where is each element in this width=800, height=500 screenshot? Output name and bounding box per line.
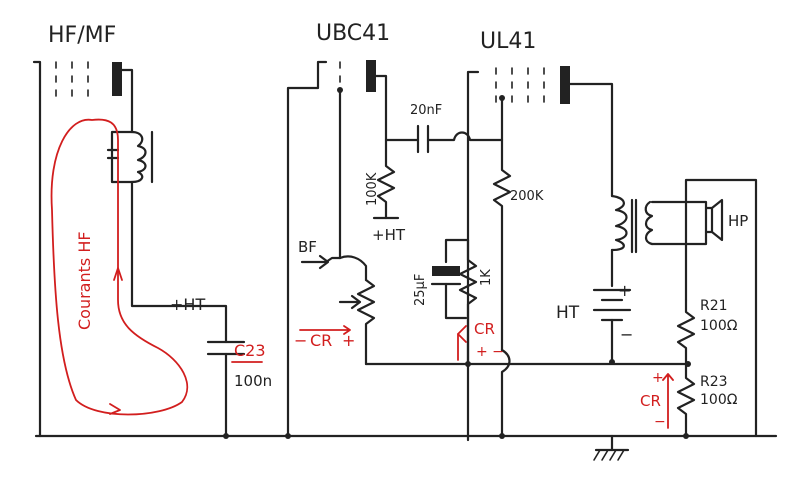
cr-right-arrow bbox=[662, 373, 674, 429]
cr-left-label: CR bbox=[310, 331, 332, 350]
speaker-icon bbox=[704, 198, 724, 242]
cr-left-minus: − bbox=[294, 331, 307, 350]
cr-right-label: CR bbox=[640, 392, 661, 410]
hf-currents-label: Courants HF bbox=[75, 231, 94, 330]
r23-label: R23 bbox=[700, 374, 728, 390]
cathode-resistor-value: 1K bbox=[479, 269, 494, 286]
ht-label-if: +HT bbox=[170, 295, 205, 314]
r21-label: R21 bbox=[700, 298, 728, 314]
ul41-anode bbox=[560, 66, 570, 104]
grid-resistor-value: 200K bbox=[510, 189, 544, 204]
speaker-label: HP bbox=[728, 212, 748, 230]
cathode-capacitor bbox=[432, 266, 460, 276]
plate-resistor-value: 100K bbox=[365, 172, 380, 206]
r21-resistor bbox=[676, 298, 696, 366]
cr-left-plus: + bbox=[342, 331, 355, 350]
hf-current-loop: Courants HF bbox=[50, 118, 189, 416]
r21-value: 100Ω bbox=[700, 318, 738, 334]
cr-right-minus: − bbox=[654, 414, 666, 430]
ul41-stage: 200K 25µF 1K CR + − HT + − bbox=[413, 66, 638, 442]
volume-potentiometer bbox=[356, 278, 376, 366]
cr-mid-sign: + − bbox=[476, 344, 504, 360]
ht-label-plate: +HT bbox=[372, 226, 406, 244]
output-transformer-secondary bbox=[644, 200, 654, 246]
ground-icon bbox=[593, 434, 630, 461]
c23-value: 100n bbox=[234, 372, 272, 390]
ubc41-anode bbox=[366, 60, 376, 92]
if-tube-stage: +HT C23 100n bbox=[32, 60, 272, 439]
coupling-capacitor bbox=[416, 124, 430, 154]
output-transformer-primary bbox=[610, 194, 628, 252]
c23-label: C23 bbox=[234, 341, 266, 360]
cr-right-plus: + bbox=[652, 370, 664, 386]
grid-resistor bbox=[492, 138, 512, 352]
plate-resistor bbox=[376, 138, 396, 220]
cr-mid-label: CR bbox=[474, 320, 495, 338]
battery-plus: + bbox=[618, 281, 631, 300]
ht-battery bbox=[592, 288, 632, 322]
ht-battery-label: HT bbox=[556, 303, 580, 323]
ubc41-stage: 100K +HT 20nF BF − CR + bbox=[286, 60, 690, 438]
bf-input-label: BF bbox=[298, 238, 317, 256]
if-transformer-coil bbox=[130, 130, 147, 184]
tube-label-ul41: UL41 bbox=[480, 29, 536, 54]
tube-label-ubc41: UBC41 bbox=[316, 21, 390, 46]
r23-value: 100Ω bbox=[700, 392, 738, 408]
battery-minus: − bbox=[620, 325, 633, 344]
if-anode bbox=[112, 62, 122, 96]
tube-label-if: HF/MF bbox=[48, 23, 116, 48]
coupling-capacitor-value: 20nF bbox=[410, 103, 442, 118]
cathode-capacitor-value: 25µF bbox=[413, 274, 428, 306]
speaker-section: HP R21 100Ω R23 100Ω + CR − bbox=[640, 178, 758, 439]
r23-resistor bbox=[676, 362, 696, 438]
cathode-resistor bbox=[458, 238, 478, 366]
